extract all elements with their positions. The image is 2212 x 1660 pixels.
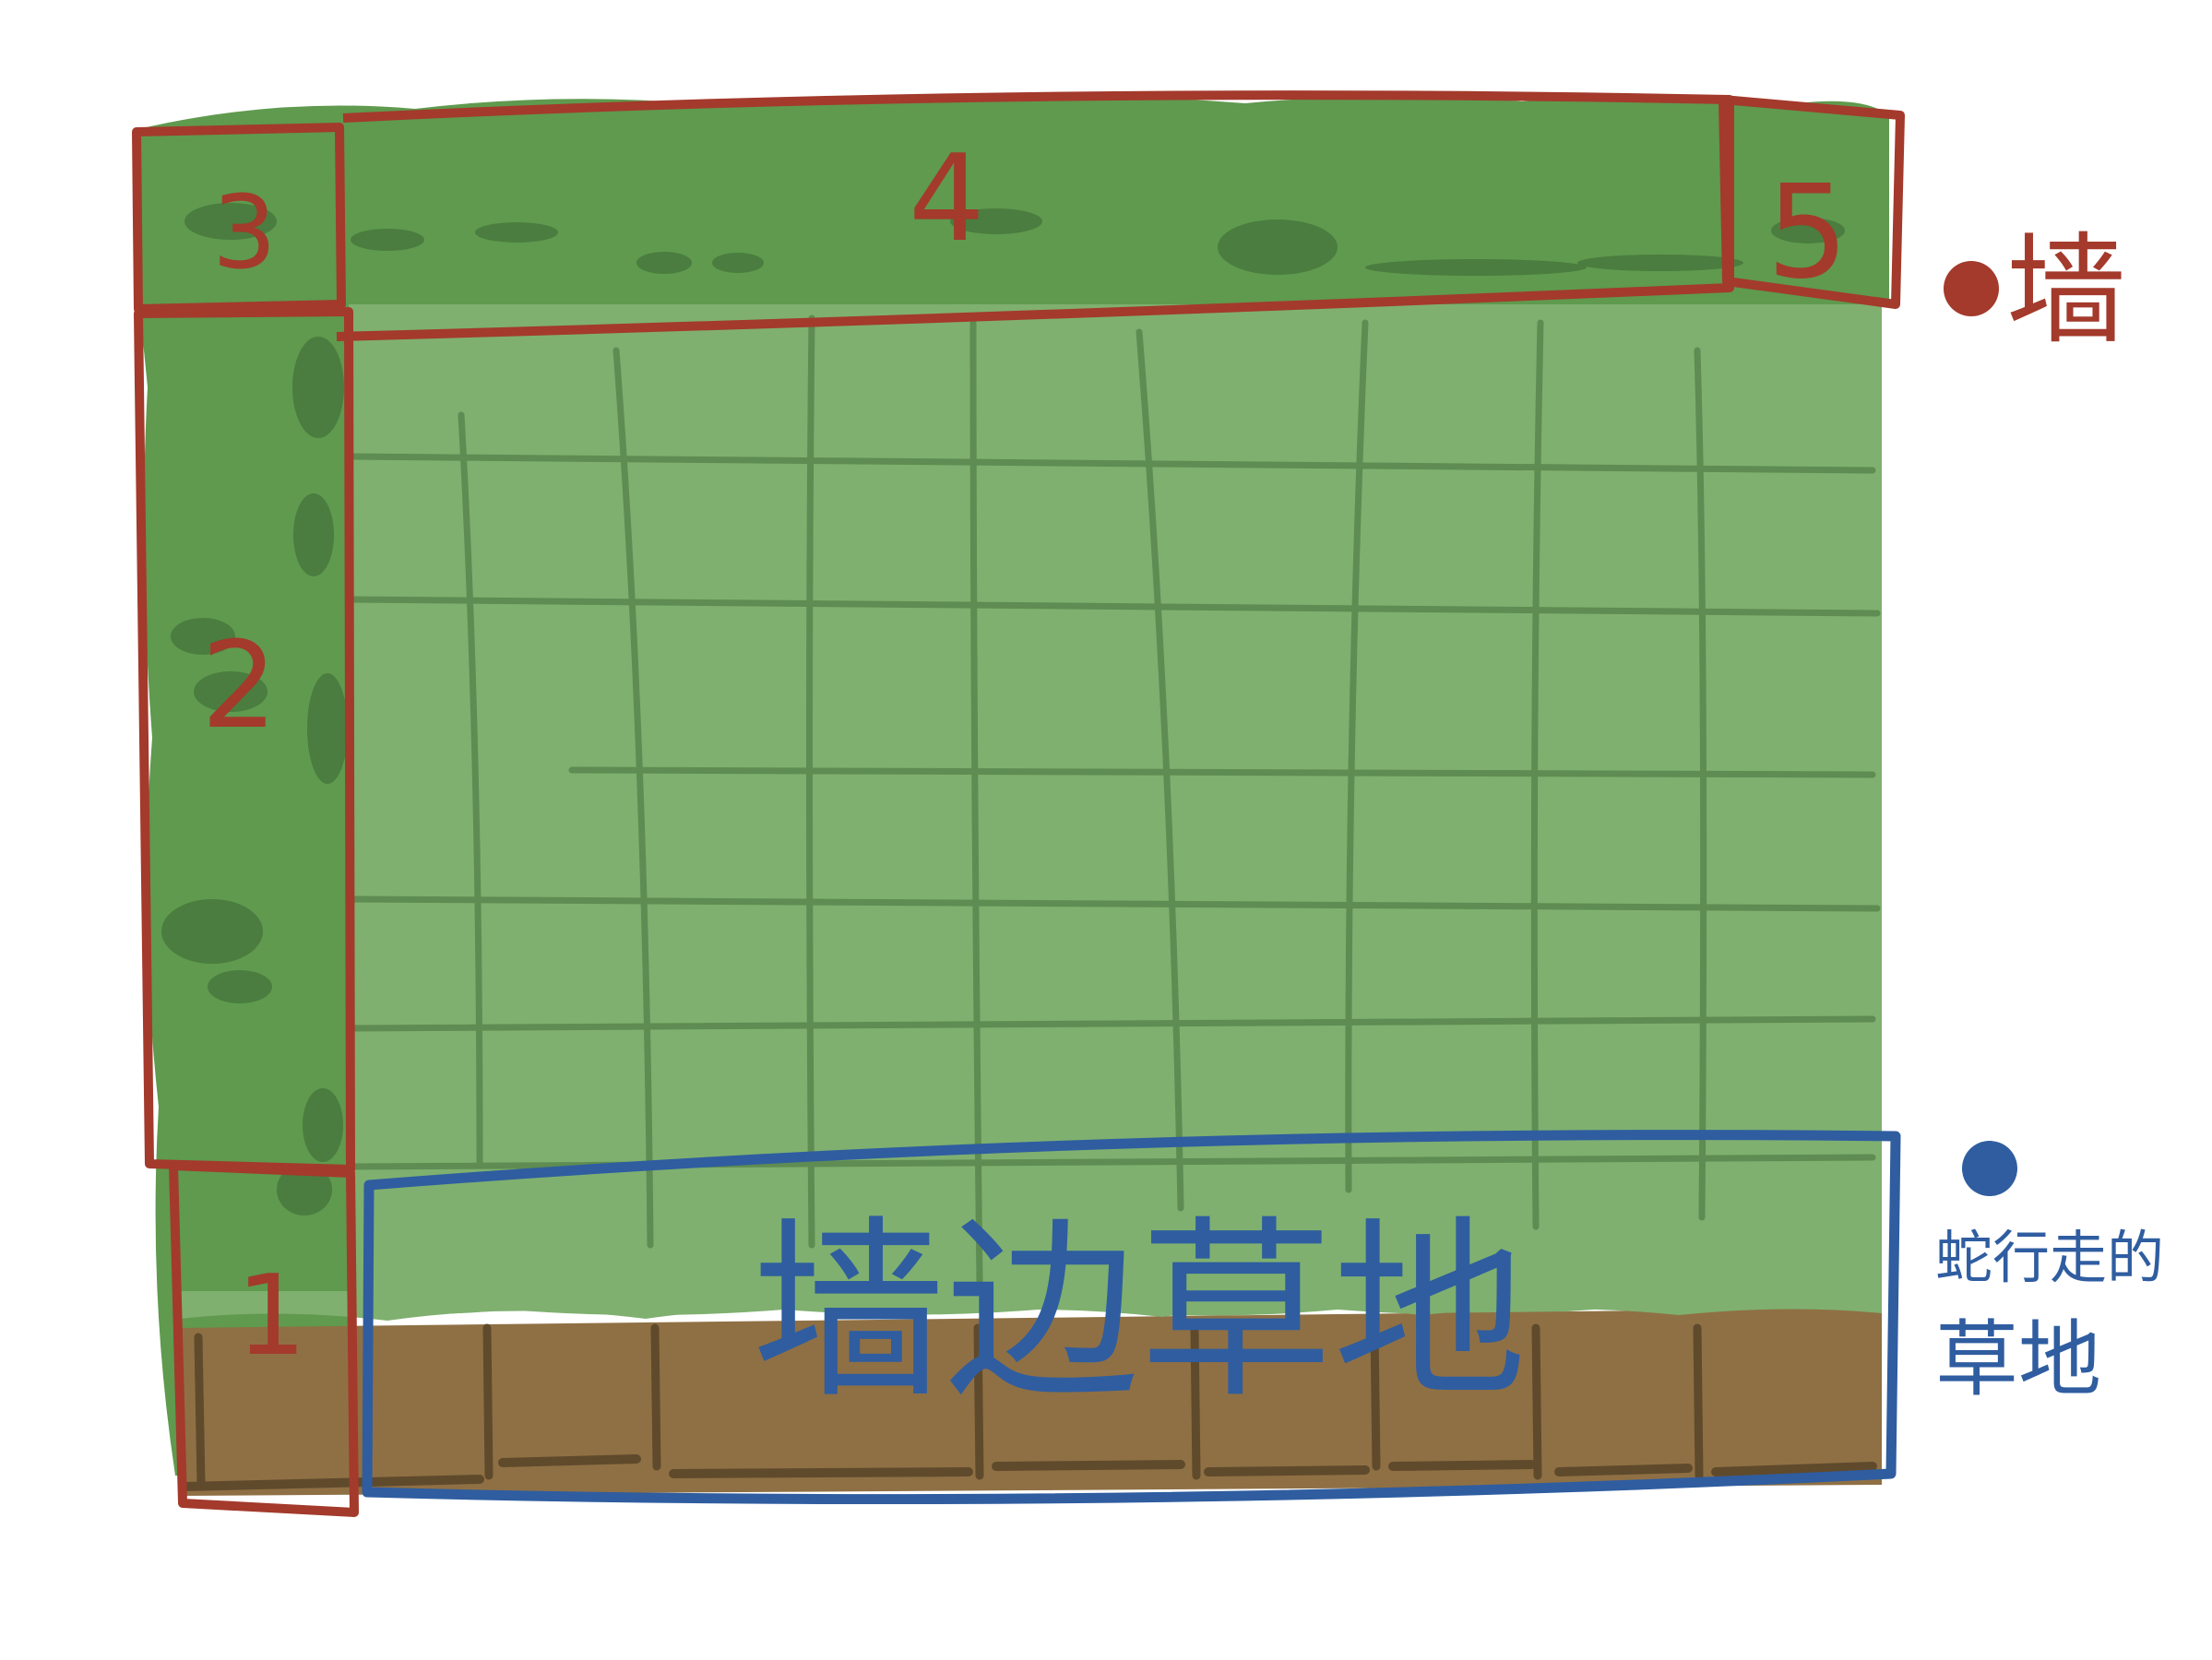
wall-zone-label-2: 2 [201, 615, 278, 755]
legend-wall-text: 墙 [2006, 220, 2126, 361]
legend: 墙 蛇行走的 草地 [1935, 220, 2164, 1408]
grass-overhang [180, 1291, 1882, 1321]
wall-outlines [132, 90, 1905, 1517]
legend-grass-text-line1: 蛇行走的 [1935, 1224, 2164, 1291]
left-wall-foliage [161, 337, 348, 1215]
wall-area [138, 96, 1889, 1496]
legend-grass-dot [1962, 1141, 2017, 1196]
wall-zone-labels: 3 4 5 2 1 [201, 128, 1849, 1381]
field-zone-outline [362, 1130, 1901, 1505]
wall-box-5 [1718, 95, 1905, 309]
field-grid [345, 314, 1881, 1286]
wall-zone-label-3: 3 [212, 173, 277, 291]
field-zone-label: 墙边草地 [752, 1199, 1527, 1425]
dirt-strip [180, 1308, 1882, 1496]
wall-zone-label-1: 1 [236, 1252, 306, 1381]
dirt-bottom-edge [180, 1454, 1877, 1491]
top-wall-foliage [184, 203, 1845, 276]
legend-wall-dot [1944, 261, 1999, 316]
dirt-seams [194, 1323, 1704, 1489]
top-wall [138, 96, 1889, 304]
legend-grass-text-line2: 草地 [1935, 1311, 2101, 1408]
wall-zone-label-4: 4 [909, 128, 985, 268]
wall-box-1 [169, 1161, 359, 1517]
wall-box-3 [132, 123, 346, 314]
wall-zone-label-5: 5 [1766, 158, 1849, 308]
